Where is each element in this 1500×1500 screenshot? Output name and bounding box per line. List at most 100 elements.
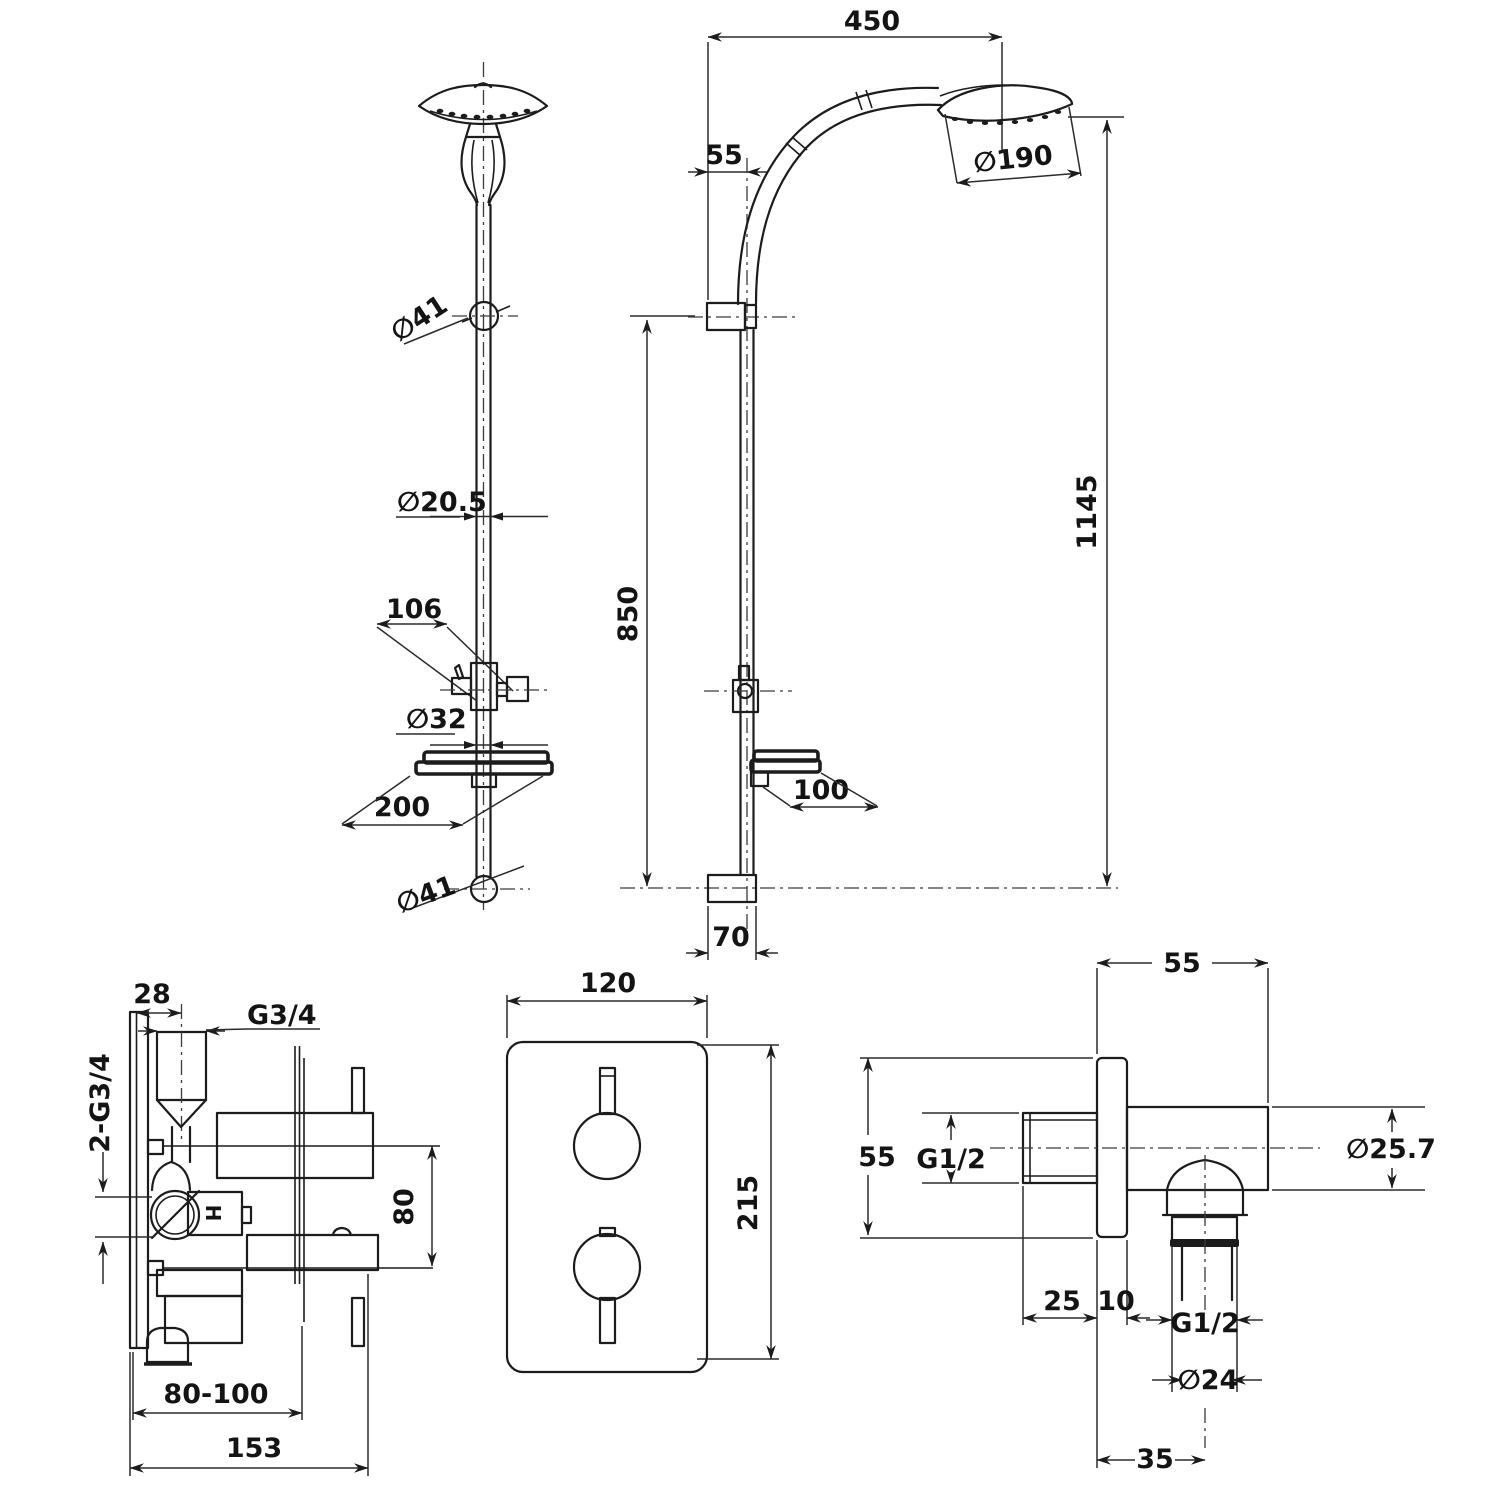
dim-w120: 120 xyxy=(580,968,636,999)
arm-segment-breaks xyxy=(785,89,873,157)
side-dish-bracket xyxy=(749,770,770,788)
front-shower-head xyxy=(417,83,549,126)
upper-clamp xyxy=(468,300,500,332)
front-slider-lever xyxy=(453,663,465,681)
dim-h215: 215 xyxy=(733,1175,764,1231)
valve-port-upper xyxy=(146,1138,165,1156)
side-slider-body xyxy=(731,678,760,714)
w153-extlines xyxy=(129,1274,369,1476)
len106-extlines xyxy=(376,626,514,702)
inlets-ticks xyxy=(95,1196,152,1238)
lower-clamp xyxy=(469,874,499,904)
valve-upper-stub xyxy=(350,1066,366,1115)
side-head-nozzles xyxy=(951,110,1062,125)
elbow-body xyxy=(1125,1105,1270,1192)
arm-outer xyxy=(736,86,940,306)
dia41-bottom-leader xyxy=(409,865,525,910)
trim-plate xyxy=(505,1040,709,1374)
label-thread-top: G3/4 xyxy=(247,1000,317,1031)
dim-h80: 80 xyxy=(389,1188,420,1226)
dim-len25: 25 xyxy=(1043,1286,1081,1317)
valve-back-plate xyxy=(128,1010,150,1350)
dim-dia41-bottom: ∅41 xyxy=(392,870,460,920)
dia20-5-arrow-l xyxy=(464,512,477,521)
elbow-w55-extlines xyxy=(1096,968,1269,1103)
front-view-column: ∅41 ∅20.5 106 ∅32 200 ∅41 xyxy=(341,62,554,920)
dim-w70: 70 xyxy=(712,922,750,953)
dia41-top-leader xyxy=(403,317,469,345)
dim-w450: 450 xyxy=(844,6,900,37)
elbow-outlet-pipe xyxy=(1180,1245,1234,1302)
plate-bottom-knob xyxy=(572,1232,642,1302)
dia20-5-arrow-r xyxy=(490,512,503,521)
head-rim-line xyxy=(429,110,538,121)
elbow-view: 55 55 G1/2 ∅25.7 25 10 G1/2 ∅24 xyxy=(858,948,1436,1475)
dim-len106: 106 xyxy=(386,594,442,625)
plate-view: 120 215 xyxy=(505,968,779,1374)
side-top-bracket-cap xyxy=(743,303,758,330)
dia20-5-lines xyxy=(396,515,548,518)
dia190-extlines xyxy=(944,106,1082,184)
dim-elbow-h55: 55 xyxy=(858,1142,896,1173)
front-slider-knob xyxy=(505,675,530,703)
dim-w153: 153 xyxy=(226,1433,282,1464)
arm-inner xyxy=(754,103,943,306)
len100-extlines xyxy=(762,772,878,807)
len25-10-extlines xyxy=(1022,1186,1128,1325)
valve-lower-left-housing xyxy=(163,1294,244,1345)
valve-lower-body xyxy=(245,1233,380,1272)
dim-dia24: ∅24 xyxy=(1178,1365,1239,1396)
dia190-dimline xyxy=(956,169,1082,187)
label-hot: H xyxy=(201,1205,225,1222)
valve-check-diagonal xyxy=(150,1189,201,1240)
dim-elbow-w55: 55 xyxy=(1163,948,1201,979)
side-head-top xyxy=(936,84,1074,112)
valve-port-lower xyxy=(146,1259,165,1277)
side-view-column: 450 55 ∅190 1145 850 xyxy=(613,6,1124,960)
w120-extlines xyxy=(506,995,708,1038)
dim-h1145: 1145 xyxy=(1072,474,1103,549)
valve-check-circle-outer xyxy=(149,1189,201,1241)
g34-leader xyxy=(205,1028,320,1031)
dim-range80-100: 80-100 xyxy=(163,1379,268,1410)
dim-len200: 200 xyxy=(374,792,430,823)
valve-dome xyxy=(150,1160,192,1192)
front-slider-arm xyxy=(450,676,473,696)
elbow-h55-extlines xyxy=(860,1057,1093,1239)
dim-dia20-5: ∅20.5 xyxy=(397,487,487,518)
label-thread-in: G1/2 xyxy=(916,1144,986,1175)
dia32-arrow-l xyxy=(464,741,477,749)
dim-dia41-top: ∅41 xyxy=(385,289,453,348)
valve-check-circle-inner xyxy=(155,1195,195,1235)
dim-dia32: ∅32 xyxy=(406,704,467,735)
valve-bottom-stub xyxy=(350,1296,366,1348)
valve-cartridge-stub xyxy=(240,1205,253,1225)
dim-w28: 28 xyxy=(133,979,171,1010)
plate-bottom-handle xyxy=(598,1296,617,1345)
upper-clamp-ticks xyxy=(461,305,511,323)
label-thread-out: G1/2 xyxy=(1170,1308,1240,1339)
plate-top-knob xyxy=(572,1111,642,1181)
side-head-bottom xyxy=(936,102,1074,122)
dim-h850: 850 xyxy=(613,586,644,642)
handle-inner-lines xyxy=(471,139,495,204)
g12in-extlines xyxy=(922,1112,1019,1184)
dim-len100: 100 xyxy=(793,775,849,806)
dim-dia190: ∅190 xyxy=(972,140,1054,179)
dim-len10: 10 xyxy=(1097,1286,1135,1317)
head-collar xyxy=(464,122,502,139)
dia32-lines xyxy=(396,733,548,746)
valve-pipe-cone xyxy=(155,1098,208,1164)
head-nozzles xyxy=(436,108,531,120)
dim-dia25-7: ∅25.7 xyxy=(1346,1134,1436,1165)
front-dish-bracket xyxy=(470,772,498,789)
dia32-arrow-r xyxy=(490,741,503,749)
valve-foot xyxy=(145,1326,190,1364)
side-head-joint-line xyxy=(939,84,1006,97)
dim-off55: 55 xyxy=(705,140,743,171)
valve-escutcheon-edge xyxy=(294,1046,305,1322)
len200-extlines xyxy=(341,775,544,825)
side-dish-body xyxy=(749,758,822,774)
